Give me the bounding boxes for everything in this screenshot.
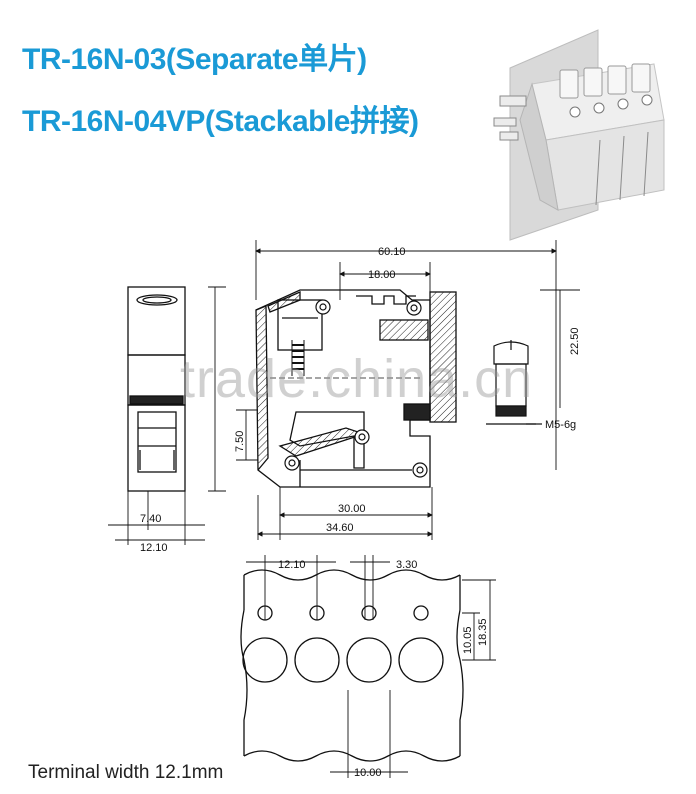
dim-pitch-750: 7.50: [234, 431, 246, 452]
section-screws: [284, 299, 428, 478]
watermark-text: trade.china.cn: [180, 349, 534, 409]
terminal-width-note: Terminal width 12.1mm: [28, 762, 224, 783]
section-dimensions: [236, 240, 580, 540]
side-view-dimensions: [108, 286, 226, 545]
dim-base-30: 30.00: [338, 503, 366, 515]
screw-detail: [486, 340, 542, 425]
dim-right-height: 22.50: [569, 327, 581, 355]
product-title-separate: TR-16N-03(Separate单片): [22, 43, 367, 76]
dim-side-width-1210: 12.10: [140, 542, 168, 554]
section-view: [255, 289, 457, 488]
product-title-stackable: TR-16N-04VP(Stackable拼接): [22, 105, 419, 138]
dim-pitch-1210: 12.10: [278, 559, 306, 571]
side-view: [127, 286, 186, 492]
screw-thread-label: M5-6g: [545, 419, 576, 431]
dim-top-offset: 18.00: [368, 269, 396, 281]
dim-height-1005: 10.05: [462, 626, 474, 654]
bottom-view-dimensions: [246, 555, 496, 778]
bottom-view: [240, 569, 464, 762]
product-photo: [493, 29, 665, 241]
dim-bottom-1000: 10.00: [354, 767, 382, 779]
dim-height-1835: 18.35: [477, 618, 489, 646]
dim-hole-330: 3.30: [396, 559, 417, 571]
dim-overall-length: 60.10: [378, 246, 406, 258]
dim-base-3460: 34.60: [326, 522, 354, 534]
dim-side-width-740: 7.40: [140, 513, 161, 525]
